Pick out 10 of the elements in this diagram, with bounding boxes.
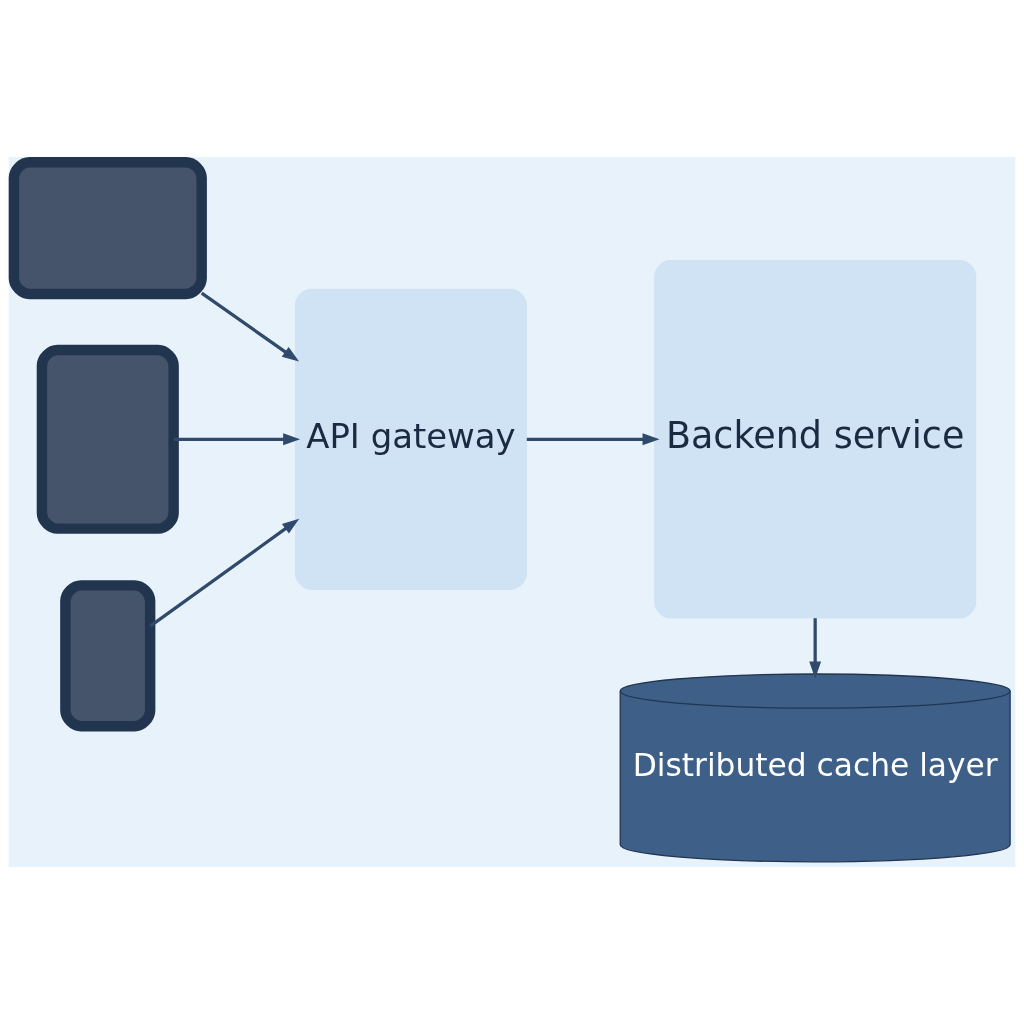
arrow <box>173 433 301 446</box>
node-box: Backend service <box>654 260 977 619</box>
arrow <box>200 291 300 362</box>
node-box: API gateway <box>294 288 527 590</box>
node-monitor <box>8 157 207 300</box>
node-tablet <box>36 344 179 534</box>
node-phone <box>60 580 156 732</box>
arrow <box>809 618 822 679</box>
arrow <box>149 518 300 628</box>
arrow <box>526 433 660 446</box>
